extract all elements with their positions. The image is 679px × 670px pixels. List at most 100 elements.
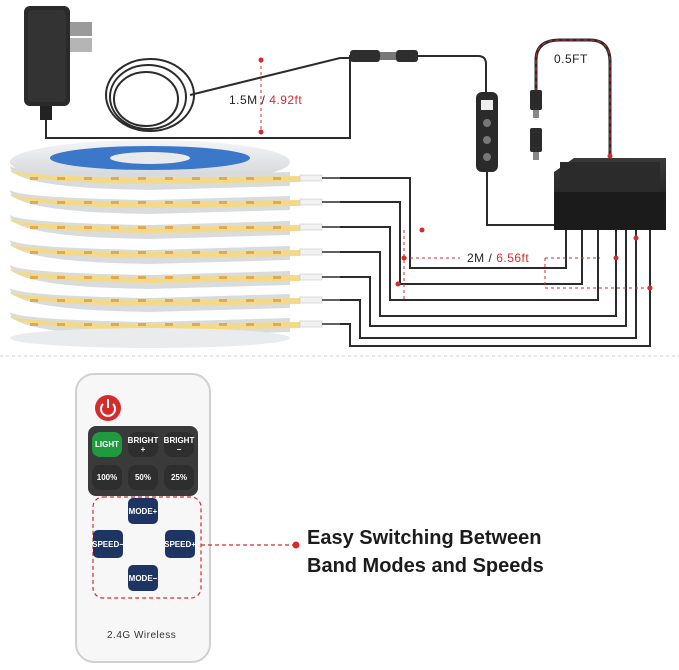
led-chip <box>57 201 65 204</box>
led-chip <box>165 226 173 229</box>
strip-connector <box>299 223 323 231</box>
adapter-cable <box>45 55 351 139</box>
brightness-50-button[interactable]: 50% <box>128 465 158 490</box>
remote-control <box>75 373 300 663</box>
led-chip <box>165 276 173 279</box>
led-chip <box>219 299 227 302</box>
led-strip-reels <box>10 140 340 348</box>
led-chip <box>246 177 254 180</box>
led-chip <box>165 201 173 204</box>
output-cable-length: 2M / 6.56ft <box>467 251 530 265</box>
led-chip <box>84 177 92 180</box>
output-cable <box>340 177 567 269</box>
output-cable <box>340 230 627 327</box>
led-chip <box>165 299 173 302</box>
mode-down-button[interactable]: MODE− <box>128 565 158 591</box>
feature-callout: Easy Switching Between Band Modes and Sp… <box>307 524 544 580</box>
bright-down-button[interactable]: BRIGHT− <box>164 432 194 457</box>
led-chip <box>165 177 173 180</box>
led-strip <box>10 269 300 283</box>
light-button[interactable]: LIGHT <box>92 432 122 457</box>
led-chip <box>165 251 173 254</box>
led-strip <box>10 194 300 208</box>
led-chip <box>246 323 254 326</box>
feature-line-2: Band Modes and Speeds <box>307 555 544 577</box>
led-chip <box>273 299 281 302</box>
brightness-25-button[interactable]: 25% <box>164 465 194 490</box>
adapter-cable-length: 1.5M / 4.92ft <box>229 93 303 107</box>
led-chip <box>192 201 200 204</box>
splitter-input-cable <box>530 38 612 160</box>
led-chip <box>219 323 227 326</box>
led-chip <box>57 251 65 254</box>
speed-down-button[interactable]: SPEED− <box>92 530 124 558</box>
led-chip <box>165 323 173 326</box>
output-cable <box>340 230 651 347</box>
led-chip <box>219 201 227 204</box>
dc-connector <box>350 50 487 92</box>
inline-controller <box>476 92 555 226</box>
led-chip <box>111 226 119 229</box>
led-chip <box>111 299 119 302</box>
led-chip <box>138 251 146 254</box>
led-chip <box>30 323 38 326</box>
led-chip <box>111 201 119 204</box>
output-cable <box>340 230 617 317</box>
led-chip <box>192 299 200 302</box>
led-strip <box>10 219 300 233</box>
led-chip <box>57 323 65 326</box>
led-chip <box>30 177 38 180</box>
led-chip <box>84 226 92 229</box>
remote-footer: 2.4G Wireless <box>107 630 177 641</box>
strip-connector <box>299 248 323 256</box>
led-chip <box>219 177 227 180</box>
led-chip <box>84 299 92 302</box>
led-chip <box>192 251 200 254</box>
led-chip <box>273 177 281 180</box>
led-chip <box>57 299 65 302</box>
feature-line-1: Easy Switching Between <box>307 527 542 549</box>
strip-connector <box>299 174 323 182</box>
led-chip <box>57 226 65 229</box>
mode-up-button[interactable]: MODE+ <box>128 498 158 524</box>
power-adapter <box>24 6 92 120</box>
led-chip <box>192 177 200 180</box>
bright-up-button[interactable]: BRIGHT+ <box>128 432 158 457</box>
led-chip <box>246 226 254 229</box>
led-strip <box>10 244 300 258</box>
led-chip <box>57 276 65 279</box>
output-cables <box>340 177 651 347</box>
led-chip <box>30 226 38 229</box>
led-chip <box>138 276 146 279</box>
led-chip <box>84 251 92 254</box>
led-chip <box>219 276 227 279</box>
measure-dots <box>258 57 653 291</box>
led-chip <box>84 323 92 326</box>
led-chip <box>192 323 200 326</box>
led-chip <box>111 177 119 180</box>
led-chip <box>246 251 254 254</box>
led-chip <box>30 251 38 254</box>
brightness-100-button[interactable]: 100% <box>92 465 122 490</box>
led-chip <box>84 276 92 279</box>
led-chip <box>192 276 200 279</box>
strip-connector <box>299 296 323 304</box>
led-chip <box>111 323 119 326</box>
strip-connector <box>299 320 323 328</box>
led-chip <box>246 299 254 302</box>
led-chip <box>192 226 200 229</box>
led-chip <box>138 177 146 180</box>
reel-bottom <box>10 328 290 348</box>
led-chip <box>219 226 227 229</box>
led-chip <box>273 201 281 204</box>
led-chip <box>30 201 38 204</box>
led-chip <box>84 201 92 204</box>
speed-up-button[interactable]: SPEED+ <box>164 530 196 558</box>
led-chip <box>273 251 281 254</box>
led-chip <box>138 299 146 302</box>
reel-hub <box>110 152 190 164</box>
output-cable <box>340 226 599 301</box>
led-chip <box>30 299 38 302</box>
